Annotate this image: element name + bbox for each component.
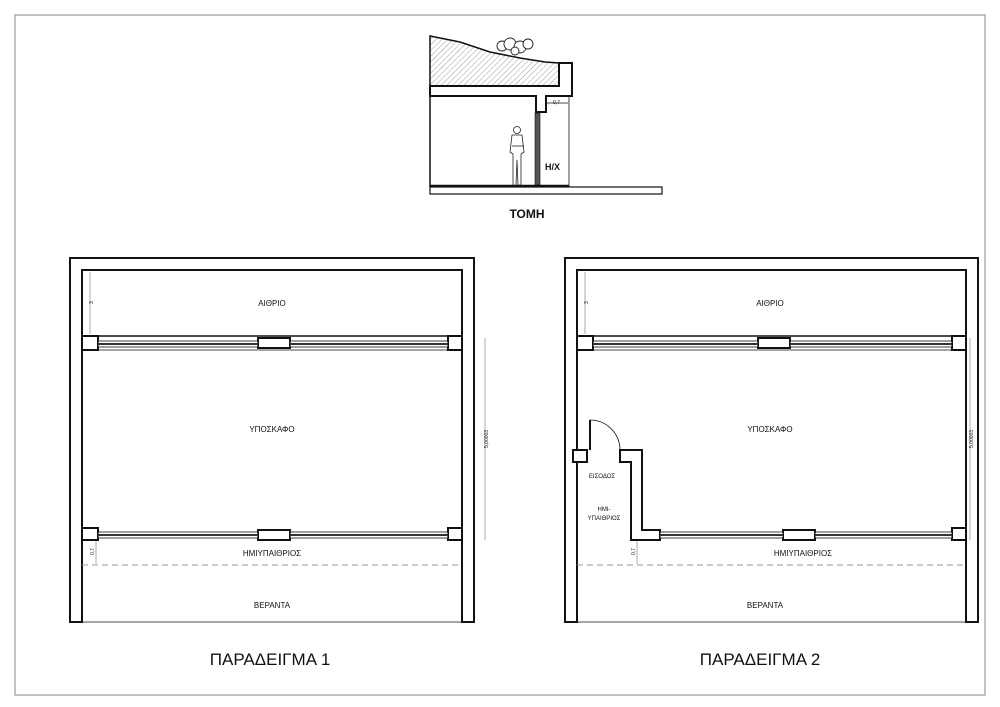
atrium-dim: 3 xyxy=(89,301,95,304)
bush-icon xyxy=(496,37,534,56)
door-swing-arc xyxy=(589,419,621,451)
length-dim: 5,00003 xyxy=(484,430,490,448)
room-veranda: ΒΕΡΑΝΤΑ xyxy=(747,601,784,610)
person-icon xyxy=(509,126,525,186)
atrium-dim: 3 xyxy=(584,301,590,304)
room-veranda: ΒΕΡΑΝΤΑ xyxy=(254,601,291,610)
room-atrium: ΑΙΘΡΙΟ xyxy=(258,299,286,308)
room-underground: ΥΠΟΣΚΑΦΟ xyxy=(747,425,792,434)
section-dim: 0,7 xyxy=(553,100,560,106)
door-jamb-left xyxy=(572,449,588,463)
roof-slab xyxy=(429,62,573,113)
plan-example-1: 3 0,7 5,00003 ΑΙΘΡΙΟ ΥΠΟΣΚΑΦΟ ΗΜΙΥΠΑΙΘΡΙ… xyxy=(69,257,490,669)
plan-title: ΠΑΡΑΔΕΙΓΜΑ 1 xyxy=(210,650,331,669)
room-semi-open-label-2: ΥΠΑΙΘΡΙΟΣ xyxy=(588,516,621,522)
room-semi-open: ΗΜΙΥΠΑΙΘΡΙΟΣ xyxy=(243,549,301,558)
height-label: Η/Χ xyxy=(545,162,560,172)
section-drawing: 0,7 Η/Χ ΤΟΜΗ xyxy=(429,35,663,221)
outer-walls xyxy=(564,257,979,623)
ground-slab xyxy=(429,186,663,195)
plan-example-2: 3 0,7 5,00003 ΑΙΘΡΙΟ ΥΠΟΣΚΑΦΟ ΕΙΣΟΔΟΣ ΗΜ… xyxy=(564,257,979,669)
section-title: ΤΟΜΗ xyxy=(509,207,544,221)
room-semi-open-label-1: ΗΜΙ- xyxy=(598,507,611,513)
outer-walls xyxy=(69,257,475,623)
glass-door xyxy=(534,112,541,186)
sheet-border xyxy=(14,14,986,696)
length-dim: 5,00003 xyxy=(969,430,975,448)
earth-fill xyxy=(429,35,560,87)
entrance-wall xyxy=(619,449,661,541)
room-semi-open: ΗΜΙΥΠΑΙΘΡΙΟΣ xyxy=(774,549,832,558)
room-entrance: ΕΙΣΟΔΟΣ xyxy=(589,474,615,480)
overhang-dim: 0,7 xyxy=(90,548,96,555)
room-underground: ΥΠΟΣΚΑΦΟ xyxy=(249,425,294,434)
room-atrium: ΑΙΘΡΙΟ xyxy=(756,299,784,308)
overhang-dim: 0,7 xyxy=(631,548,637,555)
plan-title: ΠΑΡΑΔΕΙΓΜΑ 2 xyxy=(700,650,821,669)
